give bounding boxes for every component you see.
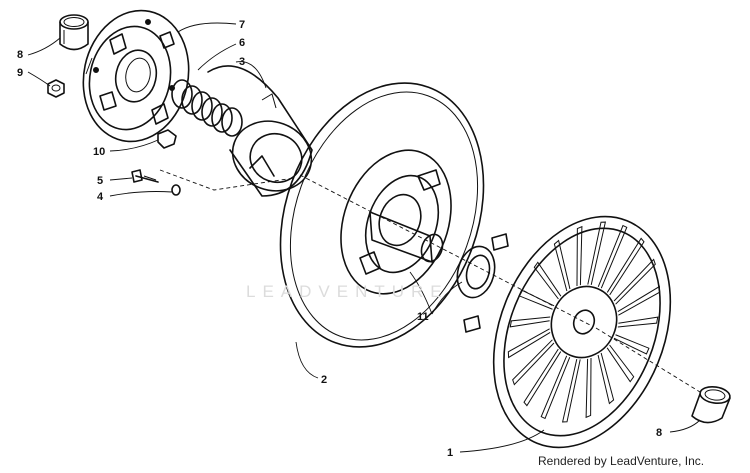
washer-part [171,184,181,196]
nut-part [47,79,65,98]
bolt-part [131,169,159,183]
sheave-fin [507,328,551,359]
callout-8-bottom: 8 [656,427,662,439]
leader-lines [27,22,701,453]
callout-9: 9 [17,67,23,79]
button-part [157,129,177,149]
sheave-part [279,82,485,348]
sheave-fin [523,348,562,407]
cam-sleeve-part [207,65,313,197]
sheave-fin [540,355,571,420]
sheave-fin [518,289,555,310]
fixed-sheave-part [463,215,672,449]
callout-5: 5 [97,175,103,187]
watermark-text: LEADVENTURE [246,282,449,301]
sheave-fin [606,237,645,296]
sheave-fin [597,352,615,405]
sheave-fin [509,316,551,328]
callout-1: 1 [447,447,453,459]
sheave-fin [606,344,635,383]
sheave-fin [553,239,571,292]
callout-7: 7 [239,19,245,31]
sheave-fin [585,357,592,419]
callout-8-top: 8 [17,49,23,61]
callout-6: 6 [239,37,245,49]
callout-10: 10 [93,146,105,158]
sheave-fin [533,261,562,300]
washer-11-part [456,245,496,299]
sheave-fin [512,339,555,386]
sheave-fin [613,258,656,305]
callout-3: 3 [239,56,245,68]
bushing-top-part [59,14,89,51]
sheave-fin [617,285,661,316]
spider-cover-part [82,9,190,143]
callout-4: 4 [97,191,104,203]
callout-11: 11 [417,311,429,323]
callout-2: 2 [321,374,327,386]
axis-line [159,169,701,393]
bushing-bottom-part [691,386,731,424]
sheave-fin [617,316,659,328]
sheave-fin [576,225,583,287]
sheave-fin [613,334,650,355]
sheave-fin [597,224,628,289]
sheave-fin [561,359,581,423]
spring-part [171,79,243,137]
sheave-fin [587,221,607,285]
credit-text: Rendered by LeadVenture, Inc. [538,454,705,468]
